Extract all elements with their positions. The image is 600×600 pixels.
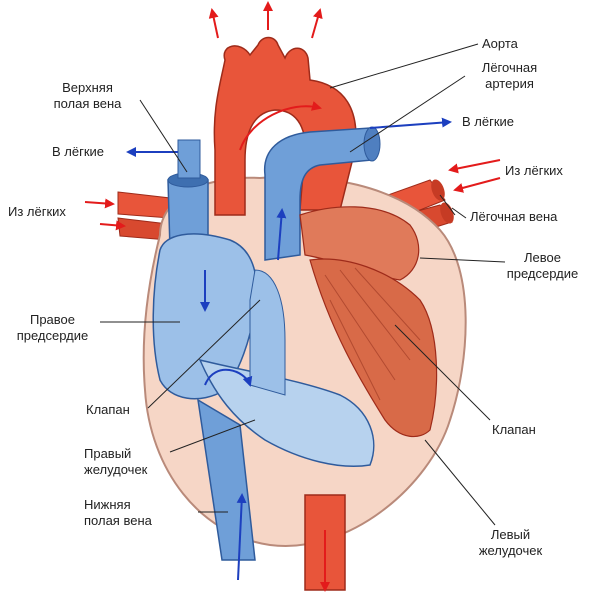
pulmonary-trunk [264,127,373,261]
aorta [213,36,357,216]
label-from-lungs-left: Из лёгких [8,204,66,219]
label-superior-vena-cava: Верхняя полая вена [53,80,122,111]
label-aorta: Аорта [482,36,518,51]
label-pulmonary-artery: Лёгочная артерия [481,60,538,91]
deoxygenated-flow-arrows [126,117,452,581]
label-valve-left: Клапан [86,402,130,417]
label-right-ventricle: Правый желудочек [84,446,148,477]
label-pulmonary-vein: Лёгочная вена [470,209,558,224]
right-atrium [152,233,258,400]
label-inferior-vena-cava: Нижняя полая вена [84,497,152,528]
label-left-ventricle: Левый желудочек [478,527,543,558]
label-to-lungs-right: В лёгкие [462,114,515,129]
label-right-atrium: Правое предсердие [16,312,89,343]
oxygenated-flow-arrows [84,1,501,592]
label-valve-right: Клапан [492,422,536,437]
label-from-lungs-right: Из лёгких [505,163,563,178]
label-to-lungs-left: В лёгкие [52,144,105,159]
label-leader-lines [100,43,506,526]
pulmonary-artery-end [363,126,381,162]
label-left-atrium: Левое предсердие [506,250,579,281]
